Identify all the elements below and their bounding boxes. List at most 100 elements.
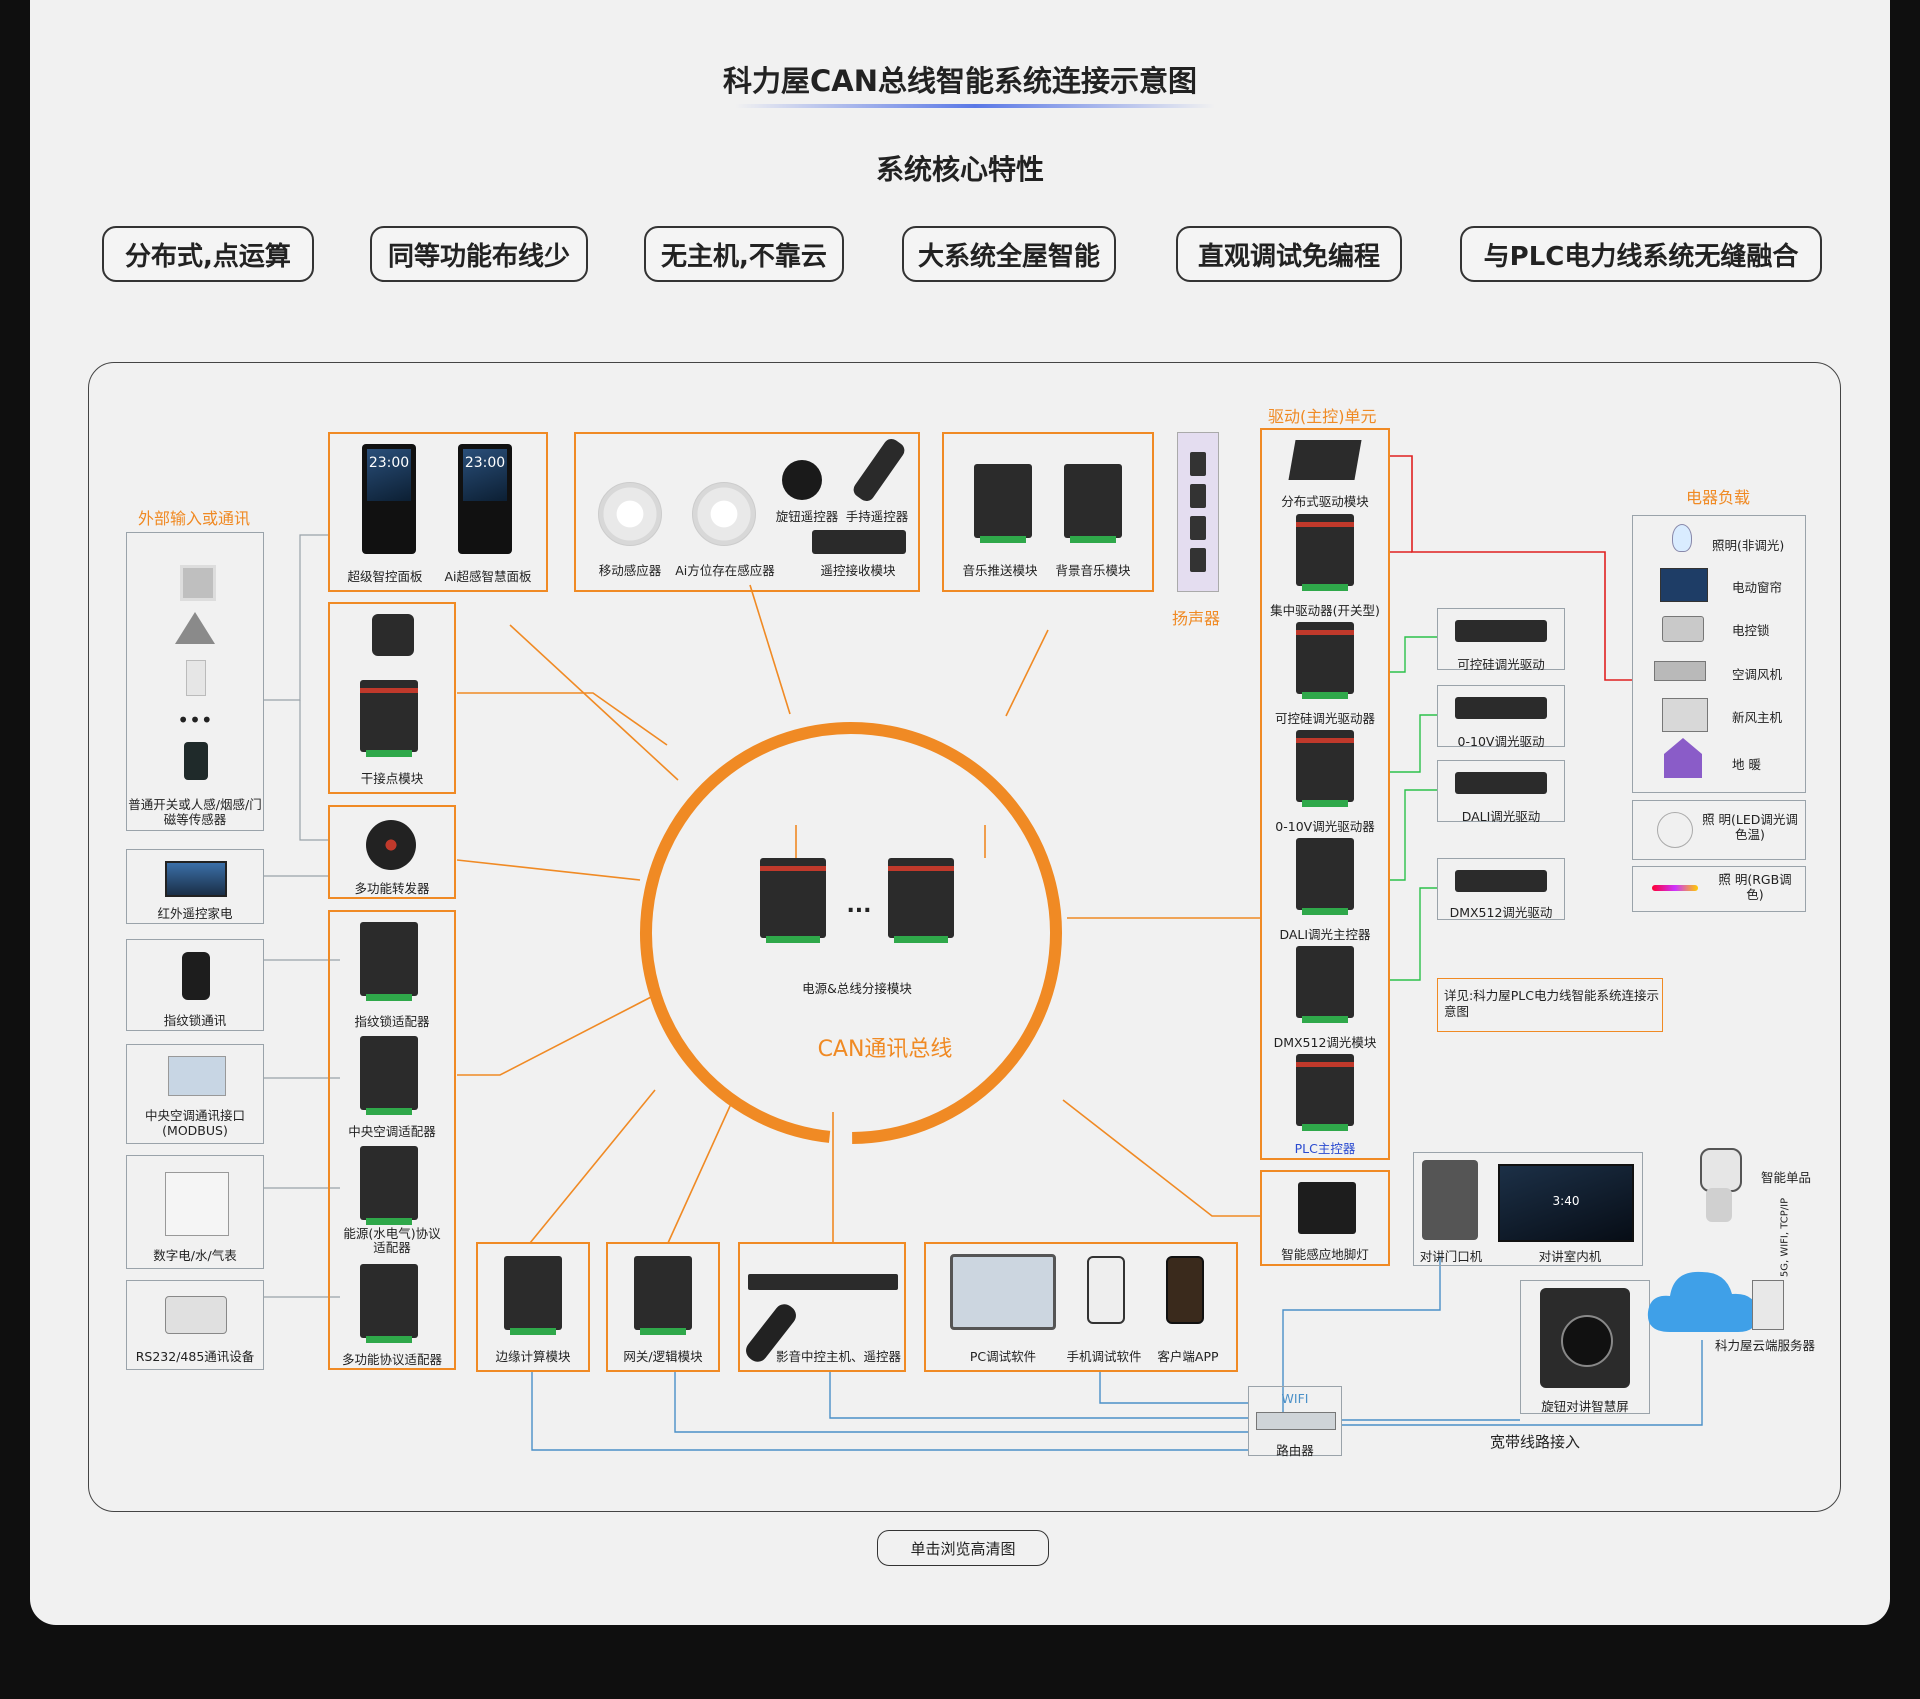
hvac-adapter-label: 中央空调适配器 bbox=[348, 1124, 436, 1139]
hvac-adapter-image bbox=[360, 1036, 418, 1115]
fresh-air-icon bbox=[1662, 698, 1708, 732]
driver-image bbox=[1296, 730, 1354, 807]
sub-driver-image bbox=[1455, 697, 1547, 719]
speaker-icon bbox=[1190, 484, 1206, 508]
knob-remote-image bbox=[782, 460, 822, 500]
driver-image bbox=[1296, 622, 1354, 699]
music-box bbox=[942, 432, 1154, 592]
hvac-interface-label: 中央空调通讯接口(MODBUS) bbox=[144, 1108, 245, 1138]
presence-sensor-image bbox=[692, 482, 756, 546]
driver-unit-box bbox=[1260, 428, 1390, 1160]
ac-fan-icon bbox=[1654, 661, 1706, 681]
remote-receiver-label: 遥控接收模块 bbox=[820, 563, 896, 578]
rs-device-label: RS232/485通讯设备 bbox=[135, 1349, 255, 1364]
adapters-box bbox=[328, 910, 456, 1370]
rgb-load-label: 照 明(RGB调色) bbox=[1718, 872, 1792, 902]
load-label: 空调风机 bbox=[1732, 667, 1783, 682]
sub-driver-box bbox=[1437, 685, 1565, 747]
driver-label: 分布式驱动模块 bbox=[1281, 494, 1369, 509]
feature-plc-integration: 与PLC电力线系统无缝融合 bbox=[1460, 226, 1822, 282]
rgb-strip-icon bbox=[1652, 885, 1698, 891]
foot-light-box bbox=[1260, 1170, 1390, 1266]
more-sensors-dots: ••• bbox=[177, 708, 213, 732]
load-label: 电动窗帘 bbox=[1732, 580, 1783, 595]
led-load-label: 照 明(LED调光调色温) bbox=[1702, 812, 1798, 842]
feature-no-host: 无主机,不靠云 bbox=[644, 226, 844, 282]
router-image bbox=[1256, 1412, 1336, 1430]
sub-driver-image bbox=[1455, 772, 1547, 794]
title-underline bbox=[735, 104, 1215, 108]
rgb-load-box bbox=[1632, 866, 1806, 912]
loads-title: 电器负载 bbox=[1686, 488, 1751, 507]
gateway-label: 网关/逻辑模块 bbox=[623, 1349, 703, 1364]
edge-compute-box bbox=[476, 1242, 590, 1372]
presence-sensor-label: Ai方位存在感应器 bbox=[675, 563, 775, 578]
sub-driver-box bbox=[1437, 760, 1565, 822]
sub-driver-label: DMX512调光驱动 bbox=[1449, 905, 1553, 920]
sub-driver-box bbox=[1437, 608, 1565, 670]
speaker-icon bbox=[1190, 452, 1206, 476]
protocol-label: 5G, WIFI, TCP/IP bbox=[1779, 1197, 1791, 1278]
broadband-label: 宽带线路接入 bbox=[1489, 1433, 1580, 1451]
view-hd-button[interactable]: 单击浏览高清图 bbox=[877, 1530, 1049, 1566]
plc-controller-label: PLC主控器 bbox=[1294, 1141, 1356, 1156]
sub-driver-label: 可控硅调光驱动 bbox=[1457, 657, 1545, 672]
feature-distributed: 分布式,点运算 bbox=[102, 226, 314, 282]
sub-driver-label: DALI调光驱动 bbox=[1461, 809, 1541, 824]
edge-compute-label: 边缘计算模块 bbox=[495, 1349, 571, 1364]
power-bus-module-label: 电源&总线分接模块 bbox=[802, 981, 912, 996]
driver-label: 可控硅调光驱动器 bbox=[1274, 711, 1375, 726]
smart-device-label: 智能单品 bbox=[1760, 1170, 1811, 1185]
external-sensors-label: 普通开关或人感/烟感/门磁等传感器 bbox=[128, 797, 262, 827]
cloud-server-label: 科力屋云端服务器 bbox=[1714, 1338, 1815, 1353]
sub-driver-label: 0-10V调光驱动 bbox=[1457, 734, 1545, 749]
laptop-image bbox=[950, 1254, 1056, 1330]
super-panel-label: 超级智控面板 bbox=[347, 569, 423, 584]
motion-sensor-label: 移动感应器 bbox=[598, 563, 662, 578]
power-bus-module-1 bbox=[760, 858, 826, 943]
dry-contact-small-image bbox=[372, 614, 414, 656]
cloud-server-icon bbox=[1752, 1280, 1784, 1330]
fingerprint-label: 指纹锁通讯 bbox=[163, 1013, 227, 1028]
page-title: 科力屋CAN总线智能系统连接示意图 bbox=[723, 64, 1197, 98]
driver-image bbox=[1296, 514, 1354, 591]
feature-whole-house: 大系统全屋智能 bbox=[902, 226, 1116, 282]
dry-contact-box bbox=[328, 602, 456, 794]
loads-box bbox=[1632, 515, 1806, 793]
pc-software-label: PC调试软件 bbox=[969, 1349, 1037, 1364]
gateway-box bbox=[606, 1242, 720, 1372]
fingerprint-adapter-label: 指纹锁适配器 bbox=[354, 1014, 430, 1029]
edge-compute-image bbox=[504, 1256, 562, 1335]
fingerprint-box bbox=[126, 939, 264, 1031]
software-box bbox=[924, 1242, 1238, 1372]
feature-less-wiring: 同等功能布线少 bbox=[370, 226, 588, 282]
digital-meter-icon bbox=[165, 1172, 229, 1236]
plc-note-text: 详见:科力屋PLC电力线智能系统连接示意图 bbox=[1444, 988, 1659, 1019]
wifi-label: WIFI bbox=[1281, 1391, 1309, 1406]
meter-label: 数字电/水/气表 bbox=[153, 1248, 237, 1263]
projector-icon bbox=[165, 1296, 227, 1334]
features-heading: 系统核心特性 bbox=[875, 153, 1044, 186]
av-host-image bbox=[748, 1274, 898, 1290]
bulb-icon bbox=[1672, 524, 1692, 552]
bg-music-module-image bbox=[1064, 464, 1122, 543]
bus-module-ellipsis: ... bbox=[846, 893, 872, 918]
sub-driver-image bbox=[1455, 620, 1547, 642]
speaker-icon bbox=[1190, 516, 1206, 540]
tv-icon bbox=[165, 861, 227, 897]
sensor-group-box bbox=[574, 432, 920, 592]
driver-label: DMX512调光模块 bbox=[1273, 1035, 1377, 1050]
phone-debug-image bbox=[1087, 1256, 1125, 1324]
can-bus-ring bbox=[639, 722, 1062, 1144]
meter-box bbox=[126, 1155, 264, 1269]
speaker-title: 扬声器 bbox=[1172, 609, 1221, 628]
music-push-label: 音乐推送模块 bbox=[962, 563, 1038, 578]
motion-sensor-image bbox=[598, 482, 662, 546]
diagram-panel bbox=[88, 362, 1841, 1512]
led-light-icon bbox=[1657, 812, 1693, 848]
external-input-title: 外部输入或通讯 bbox=[138, 509, 251, 528]
foot-light-label: 智能感应地脚灯 bbox=[1281, 1247, 1369, 1262]
multi-adapter-label: 多功能协议适配器 bbox=[341, 1352, 442, 1367]
curtain-icon bbox=[1660, 568, 1708, 602]
